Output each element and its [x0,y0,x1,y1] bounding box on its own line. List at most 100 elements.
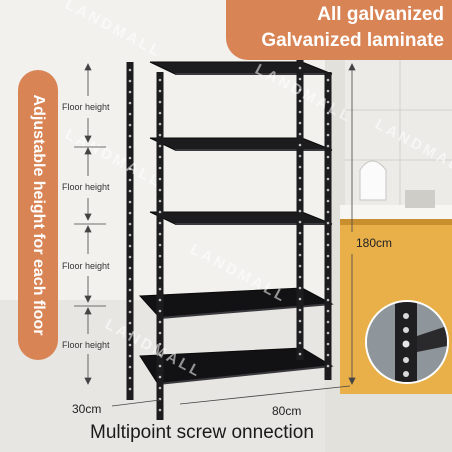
upright-hole [298,165,302,169]
upright-hole [128,376,132,380]
upright-hole [158,166,162,170]
side-label-pill [18,70,58,360]
upright-hole [128,123,132,127]
upright-hole [158,309,162,313]
floor-height-label: Floor height [62,261,110,271]
upright-hole [298,154,302,158]
upright-hole [158,386,162,390]
upright-hole [128,354,132,358]
upright-hole [298,319,302,323]
feature-banner: All galvanized Galvanized laminate [226,0,452,60]
upright-hole [158,342,162,346]
upright-hole [158,243,162,247]
upright-hole [128,189,132,193]
upright-hole [298,143,302,147]
upright-hole [158,144,162,148]
upright-hole [128,134,132,138]
upright-hole [326,287,330,291]
upright-hole [326,298,330,302]
upright-hole [326,177,330,181]
upright-hole [326,364,330,368]
upright-hole [298,264,302,268]
upright-hole [326,331,330,335]
upright-hole [298,275,302,279]
upright-hole [326,122,330,126]
upright-hole [298,242,302,246]
width-dimension: 80cm [272,404,302,418]
upright-hole [326,232,330,236]
floor-height-label: Floor height [62,340,110,350]
screw-detail-inset [365,300,449,384]
upright-hole [128,332,132,336]
upright-hole [128,343,132,347]
upright-hole [128,101,132,105]
upright-hole [326,265,330,269]
upright-hole [298,286,302,290]
upright-hole [326,210,330,214]
upright-hole [326,188,330,192]
upright-hole [158,155,162,159]
upright-hole [158,210,162,214]
caption: Multipoint screw onnection [90,422,314,443]
upright-hole [326,243,330,247]
upright-hole [158,177,162,181]
floor-height-label: Floor height [62,182,110,192]
upright-hole [298,187,302,191]
upright-hole [128,156,132,160]
upright-hole [326,353,330,357]
upright-hole [298,121,302,125]
banner-line-2: Galvanized laminate [261,30,444,51]
upright-hole [326,199,330,203]
upright-hole [128,79,132,83]
upright-hole [326,133,330,137]
upright-hole [128,68,132,72]
upright-hole [158,276,162,280]
upright-hole [326,254,330,258]
upright-hole [128,167,132,171]
upright-hole [326,78,330,82]
upright-hole [158,408,162,412]
upright-hole [298,77,302,81]
upright-hole [128,233,132,237]
upright-hole [298,198,302,202]
upright-hole [158,397,162,401]
shelf-edge [157,365,333,385]
upright-hole [158,353,162,357]
upright-hole [128,211,132,215]
upright-hole [298,231,302,235]
upright-hole [128,310,132,314]
upright-hole [128,255,132,259]
upright-hole [158,320,162,324]
upright-hole [158,331,162,335]
upright-hole [298,308,302,312]
depth-dimension: 30cm [72,402,102,416]
upright-hole [326,320,330,324]
upright-hole [326,111,330,115]
upright-hole [298,110,302,114]
upright-hole [298,297,302,301]
upright-hole [128,145,132,149]
upright-hole [326,166,330,170]
upright-hole [326,89,330,93]
upright-hole [158,287,162,291]
upright-hole [158,298,162,302]
upright-hole [326,309,330,313]
upright-hole [298,330,302,334]
upright-hole [298,176,302,180]
upright-hole [128,244,132,248]
upright-hole [158,89,162,93]
upright-hole [158,111,162,115]
upright-hole [128,222,132,226]
height-dimension: 180cm [356,236,393,250]
upright-hole [128,266,132,270]
upright-hole [326,276,330,280]
upright-hole [298,220,302,224]
upright-hole [326,221,330,225]
upright-hole [326,100,330,104]
upright-hole [298,132,302,136]
upright-hole [298,99,302,103]
banner-line-1: All galvanized [317,4,444,25]
